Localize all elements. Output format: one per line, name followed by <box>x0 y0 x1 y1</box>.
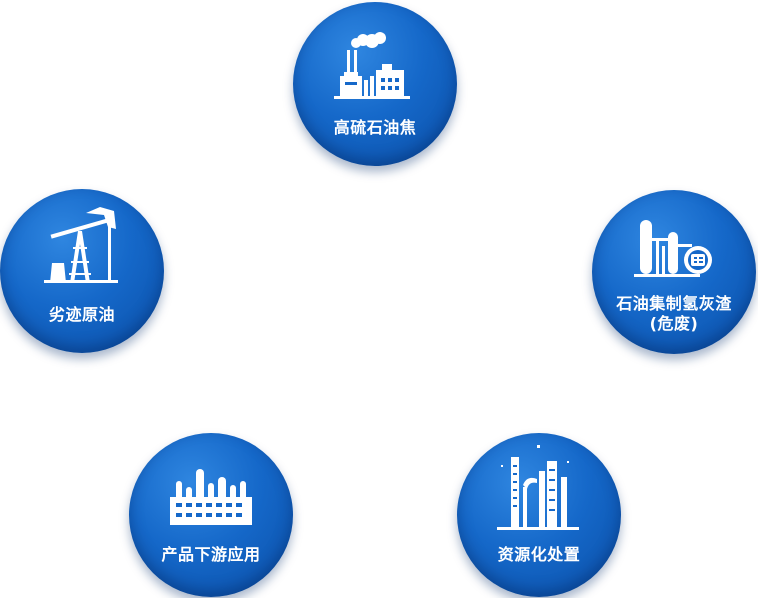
node-resource-disposal: 资源化处置 <box>457 433 621 597</box>
node-label: 劣迹原油 <box>48 305 115 324</box>
refinery-factory-icon <box>170 469 252 525</box>
node-label: 高硫石油焦 <box>333 118 417 137</box>
oil-pump-derrick-icon <box>44 207 118 283</box>
hydrogen-plant-icon <box>634 220 712 277</box>
node-label-sub: (危废) <box>649 314 699 333</box>
node-label: 资源化处置 <box>497 545 581 564</box>
node-inferior-crude-oil: 劣迹原油 <box>0 189 164 353</box>
node-hydrogen-ash-residue: 石油集制氢灰渣 (危废) <box>592 190 756 354</box>
industrial-towers-icon <box>497 445 579 530</box>
factory-smokestack-icon <box>334 32 410 99</box>
node-label-main: 石油集制氢灰渣 <box>616 294 732 313</box>
node-high-sulfur-petroleum-coke: 高硫石油焦 <box>293 2 457 166</box>
node-label: 石油集制氢灰渣 (危废) <box>592 294 756 334</box>
node-downstream-product-application: 产品下游应用 <box>129 433 293 597</box>
node-label: 产品下游应用 <box>161 545 261 564</box>
